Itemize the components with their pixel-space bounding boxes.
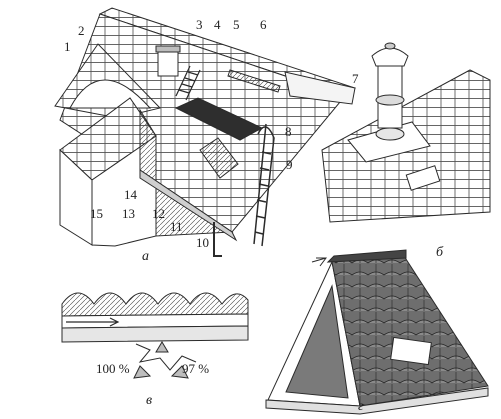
panel-a-house-roof xyxy=(54,7,357,257)
percent-97: 97 % xyxy=(182,361,210,376)
eave-overhang xyxy=(284,71,356,105)
panel-label-a: а xyxy=(142,249,149,264)
callout-8: 8 xyxy=(285,124,292,139)
rafter-board xyxy=(61,325,249,343)
snow-guard xyxy=(227,69,281,93)
callout-15: 15 xyxy=(90,206,103,221)
ridge-arrow xyxy=(311,257,327,267)
callout-1: 1 xyxy=(64,39,71,54)
gable-base xyxy=(265,387,489,415)
callout-2: 2 xyxy=(78,23,85,38)
skylight xyxy=(199,137,239,179)
callout-6: 6 xyxy=(260,17,267,32)
callout-14: 14 xyxy=(124,187,137,202)
callout-7: 7 xyxy=(352,71,359,86)
roof-ladder xyxy=(175,65,201,101)
roof-valley xyxy=(139,108,234,237)
gutter xyxy=(139,169,238,242)
vapor-arrow-up xyxy=(155,341,169,353)
callout-11: 11 xyxy=(170,219,183,234)
chimney xyxy=(157,49,179,77)
vapor-arrow-left xyxy=(133,365,152,379)
vapor-column xyxy=(135,343,197,371)
callout-3: 3 xyxy=(196,17,203,32)
roof-window xyxy=(390,336,432,366)
vent-cap xyxy=(371,47,409,67)
tile-row xyxy=(61,292,249,317)
panel-g-gable-section xyxy=(265,249,489,415)
panel-label-b: б xyxy=(436,245,444,260)
callout-12: 12 xyxy=(152,206,165,221)
callout-5: 5 xyxy=(233,17,240,32)
airflow-arrow xyxy=(66,317,120,327)
ridge-cap xyxy=(326,249,407,263)
panel-label-v: в xyxy=(146,393,153,408)
vent-opening xyxy=(405,165,441,191)
vapor-arrow-right xyxy=(170,365,189,379)
access-ladder xyxy=(253,123,275,247)
percent-100: 100 % xyxy=(96,361,130,376)
vent-base xyxy=(375,127,405,141)
callout-9: 9 xyxy=(286,157,293,172)
gable-insulation xyxy=(285,284,349,399)
downpipe xyxy=(213,222,222,257)
callout-13: 13 xyxy=(122,206,135,221)
panel-v-tile-section xyxy=(61,292,249,379)
callout-10: 10 xyxy=(196,235,209,250)
panel-b-vent-pipe xyxy=(321,42,491,223)
gable-roof-slope xyxy=(331,255,489,407)
panel-label-g: г xyxy=(358,399,364,414)
callout-4: 4 xyxy=(214,17,221,32)
